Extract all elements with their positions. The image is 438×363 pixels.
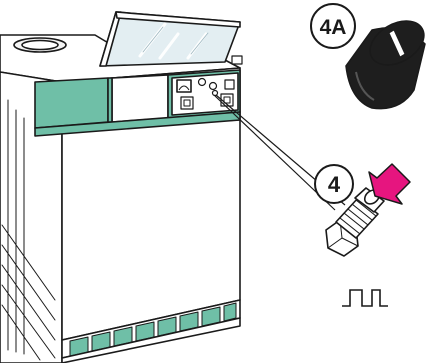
gauge-small-3 <box>213 91 218 96</box>
step-4-label: 4 <box>328 172 341 197</box>
panel-display-window <box>112 75 168 122</box>
gauge-small-2 <box>210 83 217 90</box>
step-4a-callout: 4A <box>311 4 355 48</box>
pulse-symbol <box>342 290 388 306</box>
panel-teal-left <box>35 78 108 128</box>
cover-hinge <box>232 56 242 64</box>
step-4-callout: 4 <box>315 165 353 203</box>
gauge-small-1 <box>199 79 206 86</box>
step-4a-label: 4A <box>320 16 347 39</box>
rotary-knob <box>346 12 432 109</box>
switch-right-top <box>225 80 234 89</box>
flip-cover <box>100 12 242 66</box>
